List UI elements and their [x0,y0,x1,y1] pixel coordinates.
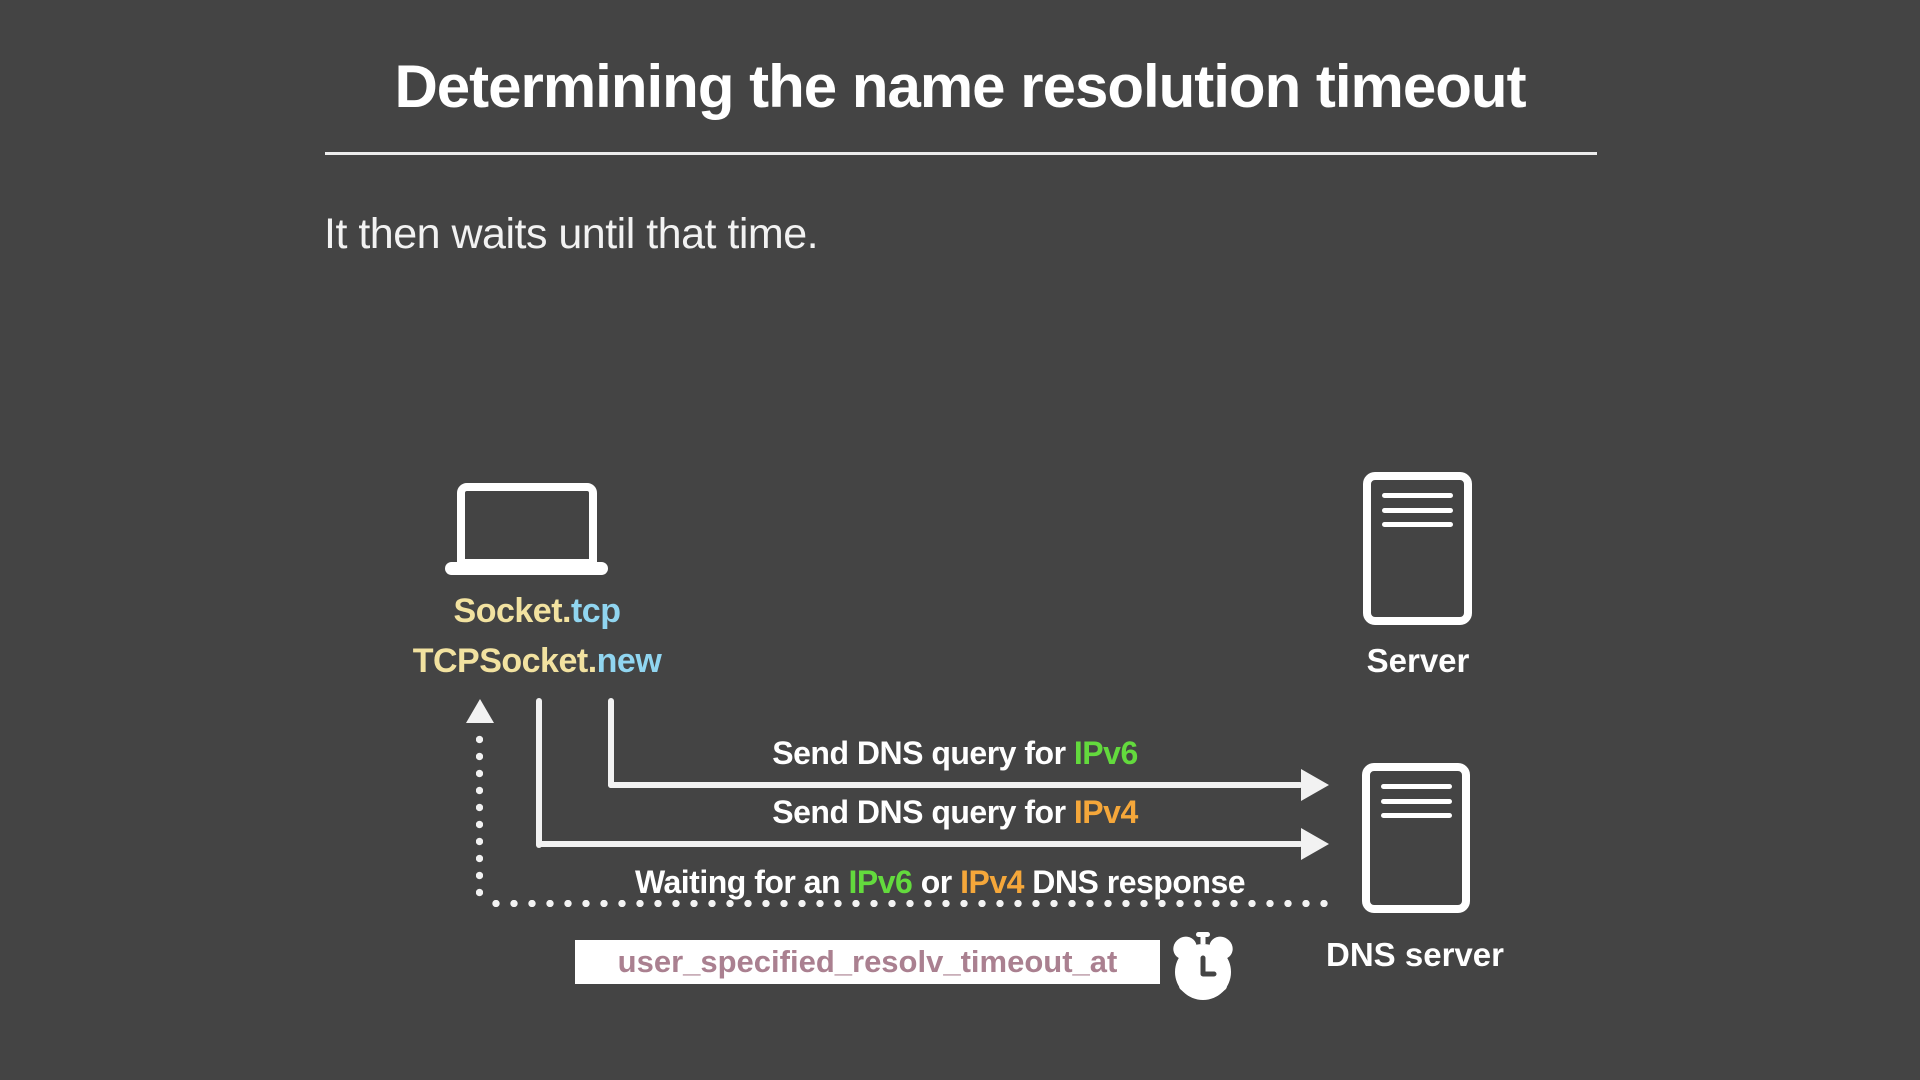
client-code-label-1: Socket.tcp [372,592,702,631]
server-icon [1363,472,1472,625]
laptop-icon-base [445,562,608,575]
query-prefix-text: Send DNS query for [772,794,1074,830]
ipv4-query-label: Send DNS query for IPv4 [655,794,1255,831]
client-code-label-2: TCPSocket.new [372,642,702,681]
response-dotted-line [487,900,1332,907]
code-accent-text: new [596,642,662,680]
ipv4-query-arrow-vertical [536,698,542,848]
waiting-text: Waiting for an [634,864,849,900]
waiting-text: or [912,864,961,900]
code-main-text: Socket. [453,592,572,630]
code-accent-text: tcp [570,592,621,630]
ipv6-highlight-text: IPv6 [1073,735,1138,771]
ipv6-highlight-text: IPv6 [848,864,913,900]
ipv6-arrowhead-icon [1301,769,1329,801]
ipv4-highlight-text: IPv4 [1073,794,1138,830]
dns-server-label: DNS server [1326,936,1504,973]
response-arrowhead-icon [466,699,494,723]
alarm-clock-icon [1173,932,1233,1000]
server-label: Server [1366,642,1470,679]
slide-subtitle: It then waits until that time. [324,210,819,258]
ipv4-query-arrow [536,841,1303,847]
dns-server-icon [1362,763,1470,913]
waiting-label: Waiting for an IPv6 or IPv4 DNS response [590,864,1290,901]
waiting-text: DNS response [1023,864,1246,900]
page-title: Determining the name resolution timeout [394,53,1526,120]
ipv4-arrowhead-icon [1301,828,1329,860]
timeout-variable-box: user_specified_resolv_timeout_at [575,940,1160,984]
ipv4-highlight-text: IPv4 [960,864,1024,900]
server-vent-line [1381,813,1452,818]
server-vent-line [1381,799,1452,804]
server-vent-line [1382,508,1453,513]
ipv6-query-arrow [608,782,1303,788]
ipv6-query-arrow-vertical [608,698,614,788]
server-vent-line [1381,784,1452,789]
server-vent-line [1382,522,1453,527]
server-vent-line [1382,493,1453,498]
response-dotted-line-vertical [476,731,483,901]
title-underline [325,152,1597,155]
query-prefix-text: Send DNS query for [772,735,1074,771]
timeout-variable-text: user_specified_resolv_timeout_at [617,944,1118,979]
code-main-text: TCPSocket. [412,642,597,680]
laptop-icon [457,483,597,567]
ipv6-query-label: Send DNS query for IPv6 [655,735,1255,772]
